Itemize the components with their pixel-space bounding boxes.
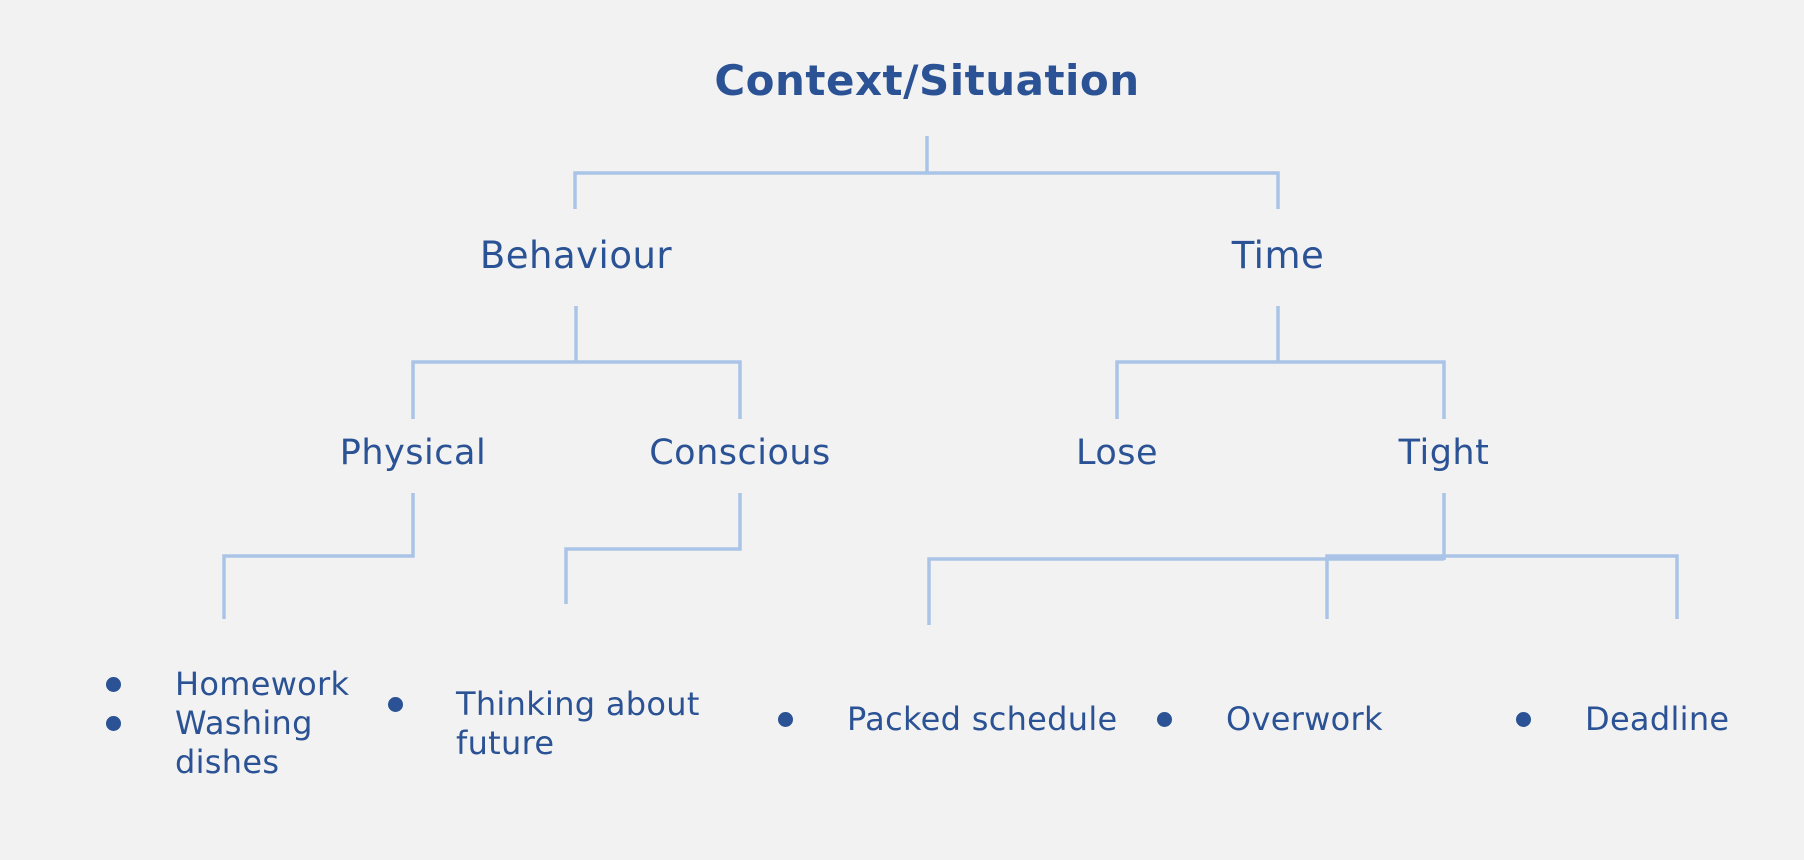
physical-item-list: Homework Washing dishes: [106, 665, 366, 782]
node-tight: Tight: [1398, 433, 1490, 473]
list-item: Packed schedule: [778, 700, 1118, 739]
bullet-icon: [388, 697, 403, 712]
list-item-label: Homework: [175, 665, 350, 703]
bullet-icon: [1516, 712, 1531, 727]
connector-tight: [927, 493, 1679, 625]
list-item: Washing dishes: [106, 704, 366, 782]
tight-item-deadline: Deadline: [1516, 700, 1729, 739]
connector-root: [573, 136, 1280, 209]
conscious-item-list: Thinking about future: [388, 685, 708, 763]
list-item-label: Packed schedule: [847, 700, 1118, 738]
list-item: Overwork: [1157, 700, 1383, 739]
tight-item-packed-schedule: Packed schedule: [778, 700, 1118, 739]
bullet-icon: [1157, 712, 1172, 727]
node-behaviour: Behaviour: [479, 234, 673, 277]
tight-item-overwork: Overwork: [1157, 700, 1383, 739]
connector-physical: [222, 493, 415, 619]
connector-conscious: [564, 493, 742, 604]
bullet-icon: [106, 677, 121, 692]
node-time: Time: [1231, 234, 1325, 277]
list-item-label: Overwork: [1226, 700, 1383, 738]
node-physical: Physical: [339, 433, 487, 473]
node-lose: Lose: [1075, 433, 1159, 473]
list-item-label: Thinking about future: [456, 685, 700, 762]
list-item-label: Washing dishes: [175, 704, 313, 781]
root-node-context-situation: Context/Situation: [714, 56, 1140, 105]
list-item-label: Deadline: [1585, 700, 1730, 738]
bullet-icon: [106, 716, 121, 731]
list-item: Thinking about future: [388, 685, 708, 763]
list-item: Deadline: [1516, 700, 1729, 739]
list-item: Homework: [106, 665, 366, 704]
node-conscious: Conscious: [649, 433, 831, 473]
bullet-icon: [778, 712, 793, 727]
connector-behaviour: [411, 306, 742, 419]
connector-time: [1115, 306, 1446, 419]
